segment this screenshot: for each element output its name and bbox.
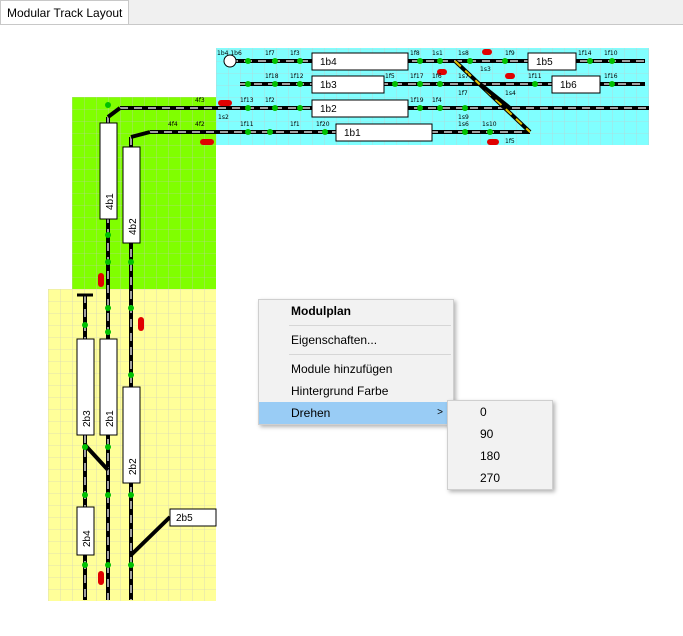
svg-text:1s7: 1s7 — [458, 73, 469, 80]
menu-item-drehen-label: Drehen — [291, 406, 331, 420]
svg-text:1f2: 1f2 — [265, 97, 275, 104]
rotate-option-180[interactable]: 180 — [480, 449, 501, 463]
svg-text:1f20: 1f20 — [316, 121, 330, 128]
svg-text:1b3: 1b3 — [320, 80, 337, 91]
svg-text:1f11: 1f11 — [528, 73, 542, 80]
svg-text:1f14: 1f14 — [578, 50, 592, 57]
block-1b2[interactable]: 1b2 — [311, 99, 409, 118]
menu-item-hintergrund-farbe[interactable]: Hintergrund Farbe — [291, 384, 389, 398]
svg-text:4f3: 4f3 — [195, 97, 205, 104]
menu-separator — [289, 325, 451, 326]
module-4[interactable] — [72, 97, 216, 289]
block-1b1[interactable]: 1b1 — [335, 123, 433, 142]
svg-text:1b2: 1b2 — [320, 104, 337, 115]
svg-text:1s4: 1s4 — [505, 90, 516, 97]
block-2b3[interactable]: 2b3 — [76, 338, 95, 436]
svg-text:1s10: 1s10 — [482, 121, 497, 128]
menu-item-drehen[interactable]: Drehen > — [259, 402, 453, 424]
svg-text:1f7: 1f7 — [265, 50, 275, 57]
svg-text:1f12: 1f12 — [290, 73, 304, 80]
block-1b4[interactable]: 1b4 — [311, 52, 409, 71]
menu-item-module-hinzufuegen[interactable]: Module hinzufügen — [291, 362, 393, 376]
rotate-option-0[interactable]: 0 — [480, 405, 487, 419]
svg-text:1f13: 1f13 — [240, 97, 254, 104]
track-labels: 1b4 1b6 1f7 1f3 1f8 1s1 1s8 1f9 1f14 1f1… — [168, 50, 618, 145]
block-1b6[interactable]: 1b6 — [551, 75, 601, 94]
svg-text:1f18: 1f18 — [265, 73, 279, 80]
track-layout-diagram[interactable]: 1b4 1b3 1b2 1b1 1b5 1b6 4b1 4b2 — [0, 25, 683, 636]
block-4b2[interactable]: 4b2 — [122, 146, 141, 244]
menu-separator — [289, 354, 451, 355]
menu-item-modulplan[interactable]: Modulplan — [291, 304, 351, 318]
block-2b4[interactable]: 2b4 — [76, 506, 95, 556]
svg-text:1s1: 1s1 — [432, 50, 443, 57]
block-2b5[interactable]: 2b5 — [169, 508, 217, 527]
svg-text:1b6: 1b6 — [560, 80, 577, 91]
svg-text:1f11: 1f11 — [240, 121, 254, 128]
svg-text:1f16: 1f16 — [604, 73, 618, 80]
block-4b1[interactable]: 4b1 — [99, 122, 118, 220]
module-1[interactable] — [216, 48, 649, 145]
chevron-right-icon: > — [437, 407, 443, 418]
signal-lights — [82, 49, 615, 585]
block-2b1[interactable]: 2b1 — [99, 338, 118, 436]
svg-text:1f8: 1f8 — [410, 50, 420, 57]
svg-text:1f1: 1f1 — [290, 121, 300, 128]
block-2b2[interactable]: 2b2 — [122, 386, 141, 484]
svg-text:1f7: 1f7 — [458, 90, 468, 97]
menu-item-eigenschaften[interactable]: Eigenschaften... — [291, 333, 378, 347]
svg-text:1f17: 1f17 — [410, 73, 424, 80]
svg-text:1s8: 1s8 — [458, 50, 469, 57]
rotate-submenu[interactable]: 0 90 180 270 — [447, 400, 553, 490]
svg-text:1b5: 1b5 — [536, 57, 553, 68]
svg-text:1b1: 1b1 — [344, 128, 361, 139]
svg-text:1f5: 1f5 — [505, 138, 515, 145]
svg-text:1s6: 1s6 — [458, 121, 469, 128]
svg-text:1f4: 1f4 — [432, 97, 442, 104]
svg-text:1f19: 1f19 — [410, 97, 424, 104]
svg-text:1f10: 1f10 — [604, 50, 618, 57]
layout-canvas[interactable]: 1b4 1b3 1b2 1b1 1b5 1b6 4b1 4b2 — [0, 25, 683, 636]
svg-text:4f4: 4f4 — [168, 121, 178, 128]
svg-text:1s9: 1s9 — [458, 114, 469, 121]
svg-text:2b2: 2b2 — [128, 458, 139, 475]
svg-text:1f5: 1f5 — [385, 73, 395, 80]
svg-text:2b3: 2b3 — [82, 410, 93, 427]
svg-text:2b5: 2b5 — [176, 513, 193, 524]
context-menu[interactable]: Modulplan Eigenschaften... Module hinzuf… — [258, 299, 454, 425]
tab-bar: Modular Track Layout — [0, 0, 683, 25]
block-1b5[interactable]: 1b5 — [527, 52, 577, 71]
svg-text:1f3: 1f3 — [290, 50, 300, 57]
svg-text:2b4: 2b4 — [82, 530, 93, 547]
svg-text:1f9: 1f9 — [505, 50, 515, 57]
svg-text:1b4 1b6: 1b4 1b6 — [217, 50, 242, 57]
svg-text:1b4: 1b4 — [320, 57, 337, 68]
svg-text:1s3: 1s3 — [480, 66, 491, 73]
rotate-option-270[interactable]: 270 — [480, 471, 501, 485]
svg-text:4b2: 4b2 — [128, 218, 139, 235]
svg-text:4f2: 4f2 — [195, 121, 205, 128]
svg-text:1s2: 1s2 — [218, 114, 229, 121]
svg-text:1f6: 1f6 — [432, 73, 442, 80]
tab-modular-track-layout[interactable]: Modular Track Layout — [0, 0, 130, 24]
svg-text:4b1: 4b1 — [105, 193, 116, 210]
svg-text:2b1: 2b1 — [105, 410, 116, 427]
block-1b3[interactable]: 1b3 — [311, 75, 385, 94]
rotate-option-90[interactable]: 90 — [480, 427, 494, 441]
